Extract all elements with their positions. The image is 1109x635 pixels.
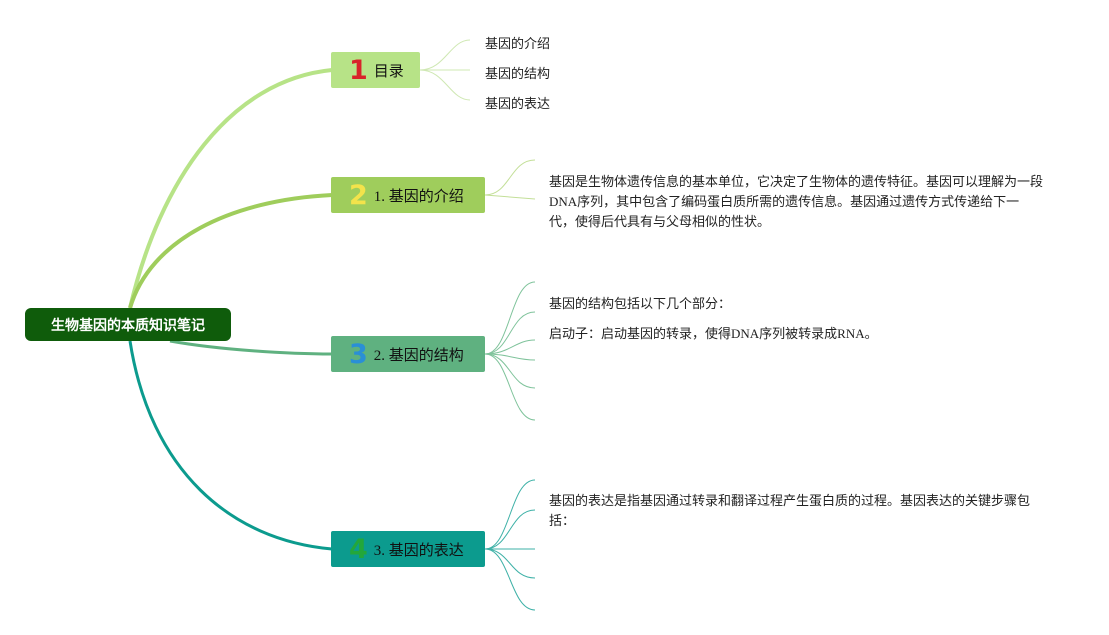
connector-root-branch-2 <box>128 193 333 309</box>
branch-label: 1. 基因的介绍 <box>373 188 464 205</box>
connector-b2-leaf-1 <box>484 159 536 196</box>
connector-root-branch-4 <box>128 340 333 551</box>
leaf-node[interactable]: 基因的结构 <box>485 66 551 81</box>
connector-b2-leaf-2 <box>484 194 536 200</box>
leaf-node[interactable]: 基因的表达是指基因通过转录和翻译过程产生蛋白质的过程。基因表达的关键步骤包括： <box>549 493 1031 528</box>
branch-number: 3 <box>349 338 368 370</box>
branch-label: 2. 基因的结构 <box>373 347 464 364</box>
root-title: 生物基因的本质知识笔记 <box>51 317 205 334</box>
branch-node-toc[interactable]: 1 目录 <box>331 52 420 88</box>
connector-root-branch-1 <box>128 68 333 309</box>
branch-label: 目录 <box>373 63 404 80</box>
branch-label: 3. 基因的表达 <box>373 542 464 559</box>
branch-number: 2 <box>349 179 368 211</box>
leaf-node[interactable]: 基因的表达 <box>485 96 551 111</box>
branch-node-intro[interactable]: 2 1. 基因的介绍 <box>331 177 485 213</box>
connector-b1-leaf-3 <box>419 69 471 101</box>
branch-node-expression[interactable]: 4 3. 基因的表达 <box>331 531 485 567</box>
branch-number: 1 <box>349 54 368 86</box>
connector-b1-leaf-1 <box>419 39 471 71</box>
connector-root-branch-3 <box>169 339 333 356</box>
leaf-node[interactable]: 基因的介绍 <box>485 36 551 51</box>
branch-node-structure[interactable]: 3 2. 基因的结构 <box>331 336 485 372</box>
root-node[interactable]: 生物基因的本质知识笔记 <box>25 308 231 341</box>
leaf-node[interactable]: 启动子：启动基因的转录，使得DNA序列被转录成RNA。 <box>549 326 878 341</box>
leaf-node[interactable]: 基因是生物体遗传信息的基本单位，它决定了生物体的遗传特征。基因可以理解为一段DN… <box>549 174 1044 229</box>
leaf-node[interactable]: 基因的结构包括以下几个部分： <box>549 296 732 311</box>
branch-number: 4 <box>349 533 368 565</box>
